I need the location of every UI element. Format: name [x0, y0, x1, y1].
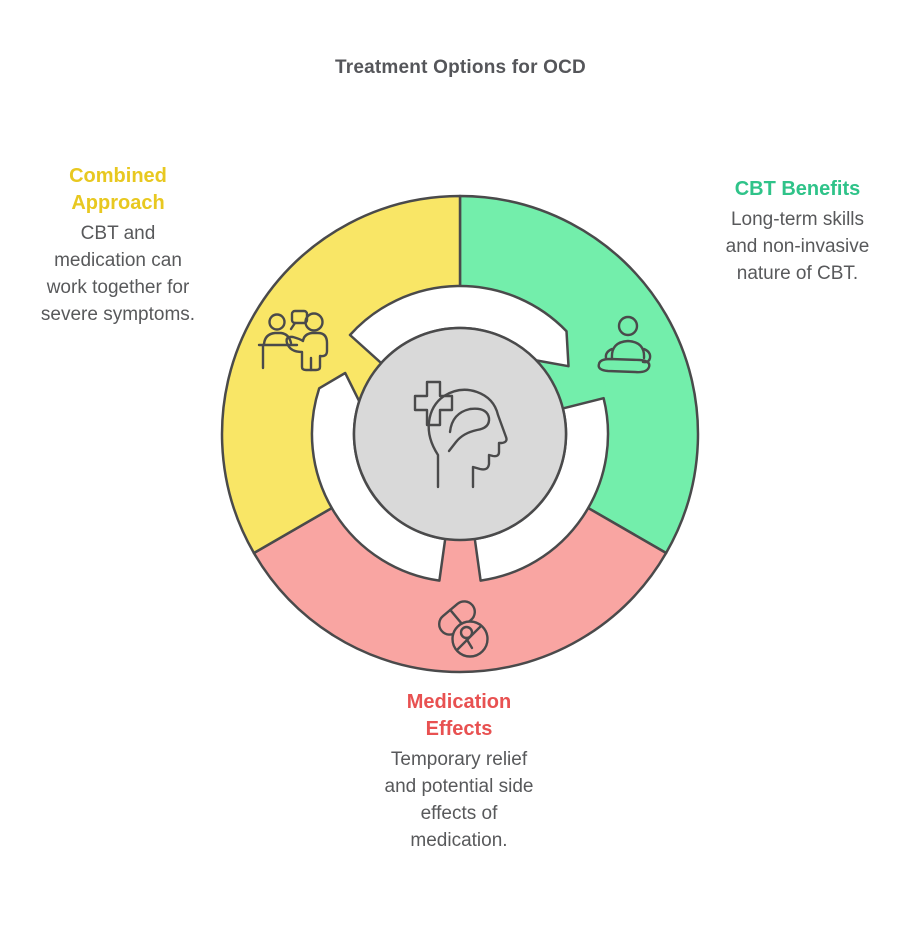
text-line: CBT Benefits [734, 178, 861, 200]
text-line: severe symptoms. [40, 304, 196, 325]
center-circle [352, 326, 568, 542]
combined-approach-label: Combined Approach CBT and medication can… [12, 163, 224, 328]
text-line: medication. [410, 830, 508, 851]
text-line: nature of CBT. [736, 263, 859, 284]
pill-side-effects-icon [438, 600, 489, 658]
medication-effects-heading: Medication Effects [347, 689, 571, 743]
spoke-medication [433, 532, 487, 588]
text-line: Long-term skills [730, 209, 865, 230]
text-line: Effects [425, 718, 493, 740]
therapy-consultation-icon [257, 309, 329, 372]
cbt-benefits-label: CBT Benefits Long-term skills and non-in… [690, 176, 905, 287]
text-line: CBT and [80, 223, 156, 244]
text-line: Medication [406, 691, 512, 713]
combined-approach-heading: Combined Approach [12, 163, 224, 217]
text-line: and potential side [384, 776, 534, 797]
meditating-person-icon [597, 315, 652, 374]
combined-approach-description: CBT and medication can work together for… [12, 220, 224, 328]
cbt-benefits-description: Long-term skills and non-invasive nature… [690, 206, 905, 287]
text-line: effects of [420, 803, 498, 824]
medication-effects-description: Temporary relief and potential side effe… [347, 746, 571, 854]
text-line: Temporary relief [390, 749, 528, 770]
text-line: Combined [69, 165, 167, 187]
text-line: medication can [54, 250, 182, 271]
diagram-title: Treatment Options for OCD [335, 57, 586, 78]
text-line: Approach [71, 192, 165, 214]
cbt-benefits-heading: CBT Benefits [690, 176, 905, 203]
text-line: work together for [46, 277, 190, 298]
head-medical-cross-icon [413, 380, 508, 489]
medication-effects-label: Medication Effects Temporary relief and … [347, 689, 571, 854]
text-line: and non-invasive [725, 236, 870, 257]
